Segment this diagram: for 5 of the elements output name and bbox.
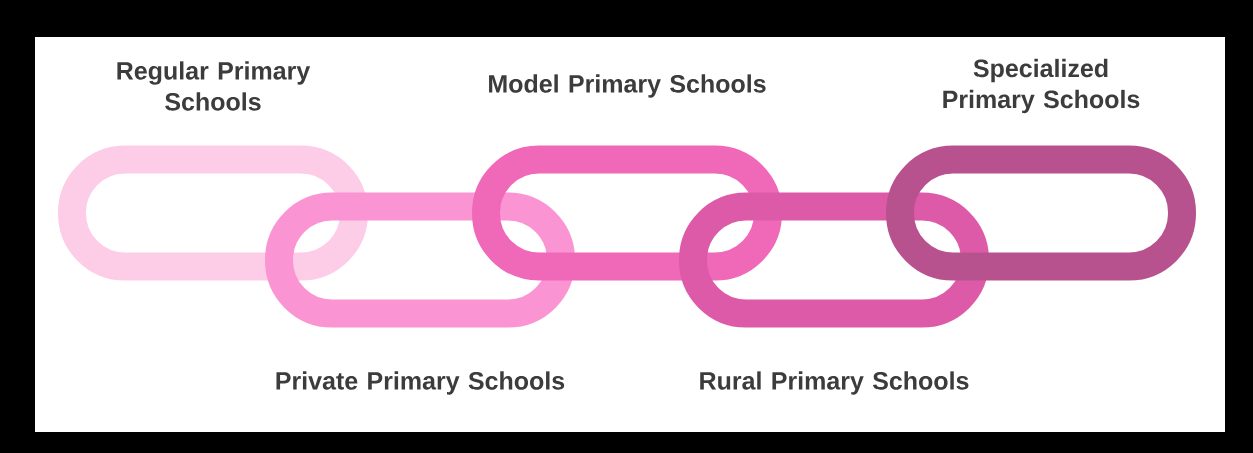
link-heading: Regular Primary Schools [117, 61, 311, 111]
link-heading: Private Primary Schools [276, 371, 565, 395]
link-heading: Model Primary Schools [489, 74, 766, 98]
link-heading: Specialized Primary Schools [943, 58, 1140, 114]
link-heading: Rural Primary Schools [700, 371, 969, 395]
